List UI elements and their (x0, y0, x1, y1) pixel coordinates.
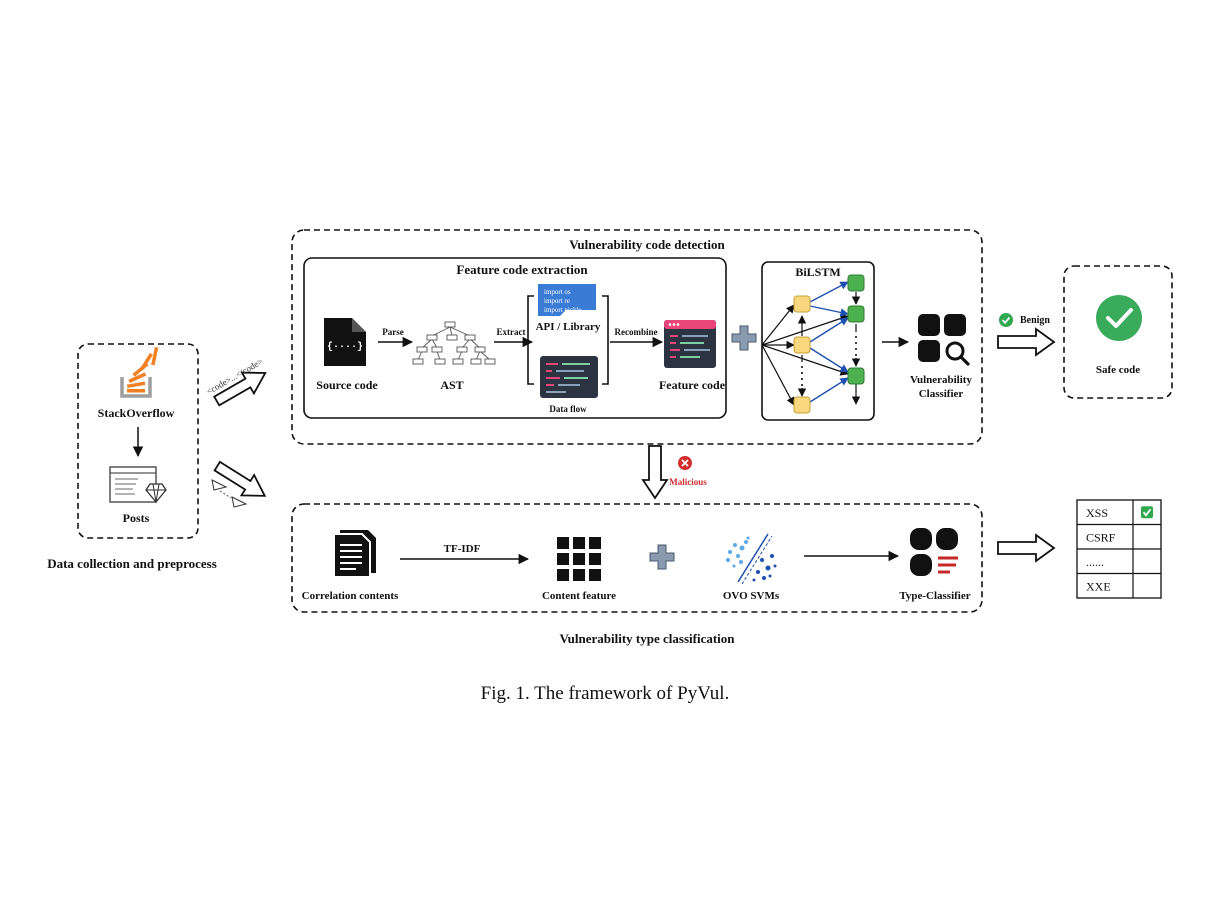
paper-plane-icon (211, 479, 248, 508)
plus-icon-detection (731, 325, 757, 351)
benign-check-icon (999, 313, 1013, 327)
table-row-label: XXE (1086, 580, 1111, 594)
recombine-label: Recombine (615, 327, 658, 337)
feature-code-label: Feature code (659, 378, 726, 392)
posts-icon (109, 466, 167, 504)
to-detection-hollow-arrow (213, 371, 267, 407)
parse-label: Parse (382, 327, 404, 337)
tfidf-label: TF-IDF (444, 543, 481, 555)
vuln-classifier-label-2: Classifier (919, 388, 964, 400)
bilstm-box (761, 261, 875, 421)
bilstm-network-icon (761, 274, 865, 414)
stackoverflow-icon (120, 346, 159, 398)
api-library-label: API / Library (536, 321, 601, 333)
feature-extraction-box (303, 257, 727, 419)
svg-text:import os: import os (544, 288, 571, 296)
ovo-svms-label: OVO SVMs (723, 590, 780, 602)
data-flow-label: Data flow (549, 404, 587, 414)
correlation-contents-label: Correlation contents (302, 590, 399, 602)
data-collection-box (77, 343, 199, 539)
data-flow-editor-icon (540, 356, 598, 398)
posts-label: Posts (123, 511, 150, 525)
svg-text:import re: import re (544, 297, 570, 305)
vuln-classifier-label-1: Vulnerability (910, 374, 972, 386)
right-bracket (602, 295, 609, 385)
figure-caption: Fig. 1. The framework of PyVul. (480, 683, 730, 704)
svg-text:{····}: {····} (327, 341, 363, 353)
fce-title: Feature code extraction (456, 262, 588, 277)
vcd-title: Vulnerability code detection (569, 237, 725, 252)
svm-scatter-icon (726, 533, 777, 585)
content-feature-label: Content feature (542, 590, 616, 602)
vulnerability-classifier-icon (918, 314, 970, 366)
safe-code-box (1063, 265, 1173, 399)
ast-label: AST (440, 378, 463, 392)
source-code-icon: {····} (324, 318, 366, 366)
vtc-title: Vulnerability type classification (559, 631, 735, 646)
malicious-label: Malicious (669, 477, 707, 487)
vuln-type-table: XSS CSRF ...... XXE (1076, 499, 1162, 599)
table-check-icon (1141, 506, 1153, 519)
safe-check-icon (1096, 295, 1142, 341)
benign-label: Benign (1020, 315, 1050, 326)
malicious-x-icon (678, 456, 692, 470)
data-section-label: Data collection and preprocess (47, 556, 217, 571)
feature-code-editor-icon (664, 320, 716, 368)
malicious-hollow-arrow (641, 445, 669, 500)
vuln-detection-box (291, 229, 983, 445)
source-code-label: Source code (316, 378, 378, 392)
vuln-type-classification-box (291, 503, 983, 613)
to-table-hollow-arrow (997, 533, 1056, 563)
documents-icon (333, 530, 376, 578)
plus-icon-classification (649, 544, 675, 570)
ast-tree-icon (412, 321, 496, 365)
table-row-label: ...... (1086, 555, 1104, 569)
extract-label: Extract (497, 327, 526, 337)
bilstm-label: BiLSTM (795, 265, 840, 279)
benign-hollow-arrow (997, 327, 1056, 357)
left-bracket (527, 295, 534, 385)
svg-text:import pickle: import pickle (544, 306, 582, 314)
content-feature-grid-icon (557, 537, 601, 581)
stackoverflow-label: StackOverflow (98, 406, 175, 420)
to-classification-hollow-arrow (213, 460, 267, 497)
type-classifier-icon (910, 528, 958, 576)
import-note-icon: import os import re import pickle (538, 284, 596, 316)
safe-code-label: Safe code (1096, 364, 1140, 376)
table-row-label: XSS (1086, 506, 1108, 520)
type-classifier-label: Type-Classifier (899, 590, 970, 602)
table-check-layer (1141, 506, 1153, 519)
table-row-label: CSRF (1086, 531, 1116, 545)
